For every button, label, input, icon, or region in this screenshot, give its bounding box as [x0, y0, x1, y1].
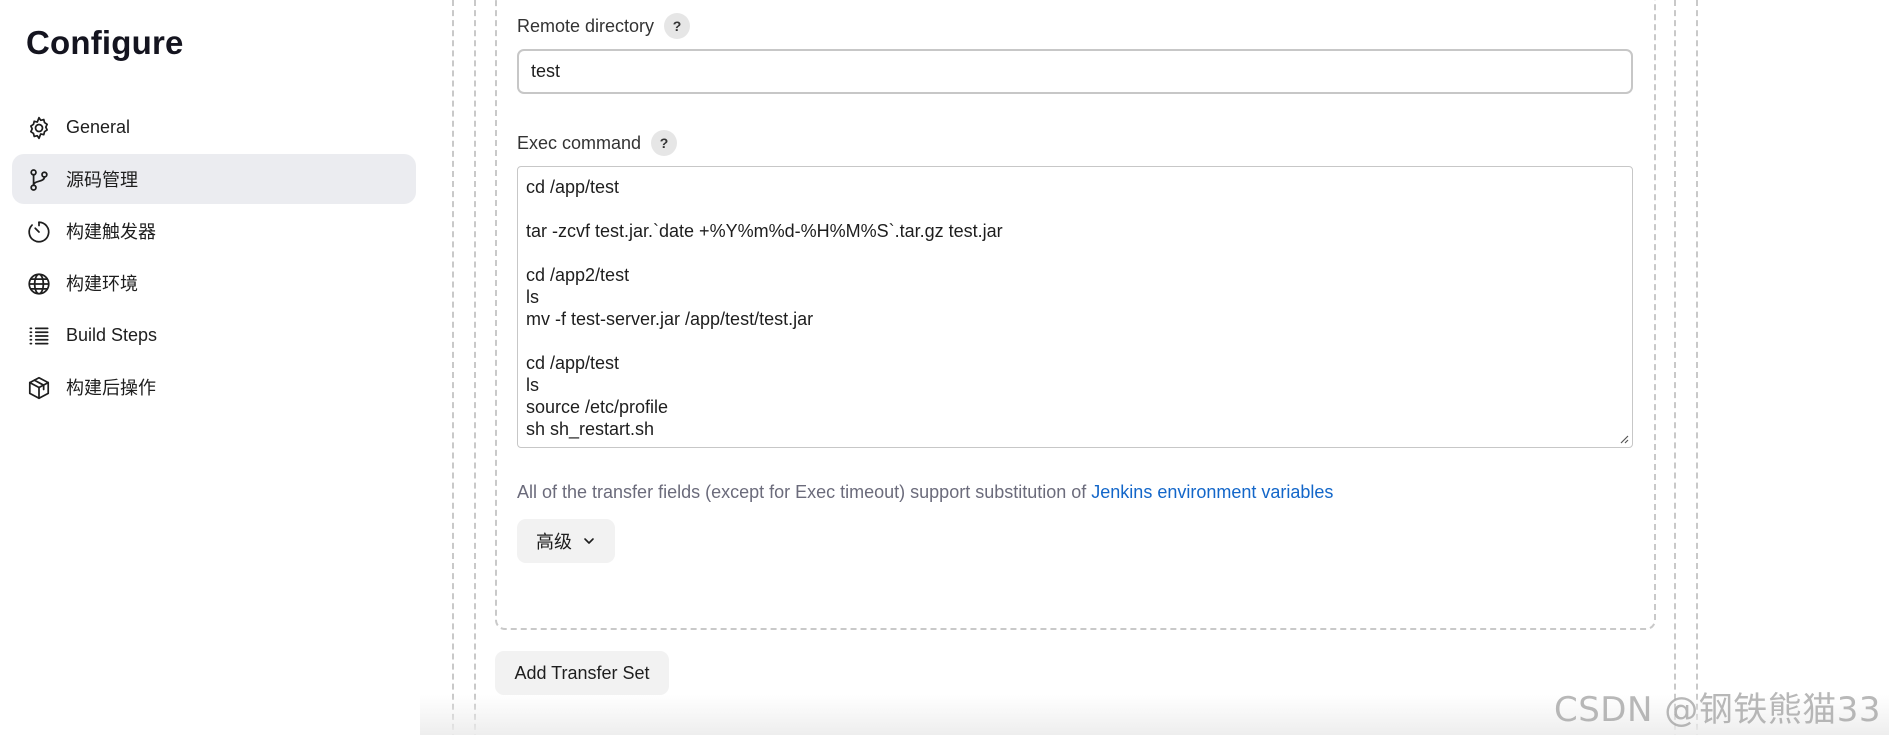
command-line: mv -f test-server.jar /app/test/test.jar [526, 309, 814, 329]
add-transfer-set-button[interactable]: Add Transfer Set [495, 651, 669, 695]
globe-icon [26, 271, 52, 297]
command-line [526, 198, 1624, 220]
remote-directory-label: Remote directory ? [517, 13, 691, 39]
exec-command-textarea[interactable]: cd /app/test tar -zcvf test.jar.`date +%… [517, 166, 1633, 448]
command-line: tar -zcvf test.jar.`date +%Y%m%d-%H%M%S`… [526, 221, 1003, 241]
sidebar-item-label: Build Steps [66, 324, 158, 345]
sidebar-item-source-management[interactable]: 源码管理 [12, 154, 416, 204]
transfer-set-frame [495, 0, 1656, 630]
jenkins-env-vars-link[interactable]: Jenkins environment variables [1091, 482, 1334, 502]
chevron-down-icon [584, 538, 594, 544]
resize-handle-icon[interactable] [1619, 434, 1629, 444]
publisher-section-frame [474, 0, 1676, 735]
sidebar-item-label: 构建环境 [66, 274, 138, 294]
sidebar-item-label: 源码管理 [66, 170, 138, 190]
gear-icon [26, 115, 52, 141]
remote-directory-label-text: Remote directory [517, 15, 655, 36]
sidebar-nav: General 源码管理 构建触 [12, 102, 416, 414]
bottom-shadow [420, 695, 1889, 735]
package-icon [26, 375, 52, 401]
command-line: source /etc/profile [526, 397, 669, 417]
exec-command-label: Exec command ? [517, 130, 678, 156]
substitution-note-text: All of the transfer fields (except for E… [517, 482, 1092, 502]
command-line: sh sh_restart.sh [526, 419, 655, 439]
list-icon [26, 323, 52, 349]
help-icon[interactable]: ? [664, 13, 691, 39]
sidebar-item-general[interactable]: General [12, 102, 416, 152]
branch-icon [26, 167, 52, 193]
sidebar-item-build-triggers[interactable]: 构建触发器 [12, 206, 416, 256]
sidebar-item-post-build-actions[interactable]: 构建后操作 [12, 362, 416, 412]
remote-directory-input[interactable] [517, 49, 1633, 94]
command-line: ls [526, 287, 539, 307]
sidebar-item-label: General [66, 116, 131, 137]
sidebar-item-label: 构建后操作 [66, 378, 156, 398]
exec-command-label-text: Exec command [517, 132, 642, 153]
command-line: cd /app/test [526, 177, 620, 197]
page-title: Configure [26, 24, 184, 61]
outer-section-frame [452, 0, 1698, 735]
timer-icon [26, 219, 52, 245]
watermark: CSDN @钢铁熊猫33 [1553, 690, 1881, 730]
sidebar-item-label: 构建触发器 [66, 222, 156, 242]
advanced-button-label: 高级 [536, 532, 572, 552]
help-icon[interactable]: ? [651, 130, 678, 156]
command-line: cd /app2/test [526, 265, 630, 285]
command-line: ls [526, 375, 539, 395]
command-line: cd /app/test [526, 353, 620, 373]
advanced-button[interactable]: 高级 [517, 519, 615, 563]
sidebar-item-build-environment[interactable]: 构建环境 [12, 258, 416, 308]
command-line [526, 242, 1624, 264]
sidebar-item-build-steps[interactable]: Build Steps [12, 310, 416, 360]
sidebar: Configure General 源码管理 [0, 0, 440, 735]
command-line [526, 330, 1624, 352]
substitution-note: All of the transfer fields (except for E… [517, 482, 1333, 503]
